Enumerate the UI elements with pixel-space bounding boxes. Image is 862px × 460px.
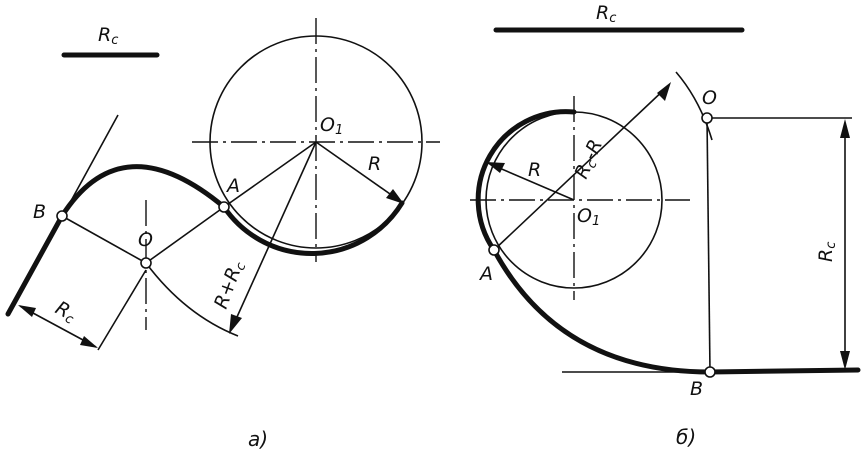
label-rc-a: Rc — [51, 297, 80, 328]
straight-heavy-a — [5, 213, 65, 317]
straight-heavy-b — [707, 367, 861, 375]
fillet-arc-b — [491, 247, 713, 375]
scale-label-a: Rc — [98, 24, 118, 48]
arc-locus-b — [675, 71, 713, 141]
label-r-a: R — [368, 153, 381, 175]
dim-rc-arrow2-a — [80, 336, 98, 348]
caption-a: а) — [248, 427, 268, 451]
caption-b: б) — [676, 425, 696, 449]
dim-rsum-line — [231, 141, 317, 329]
dim-rsum-arrow — [229, 314, 242, 334]
radius-r-b — [489, 163, 575, 201]
dim-rc-ext-a — [97, 269, 147, 351]
label-point-b-a: B — [33, 201, 46, 223]
line-b-o — [61, 215, 147, 264]
arrow-rdiff-b — [657, 82, 671, 101]
line-a-o-b — [493, 85, 669, 251]
figure-a: Rc — [5, 18, 440, 451]
label-o1-a: O1 — [320, 114, 343, 138]
arc-locus-a — [145, 262, 239, 337]
label-point-a: A — [225, 175, 240, 197]
label-point-a-b: A — [478, 263, 493, 285]
line-a-o — [145, 206, 225, 264]
scale-label-b: Rc — [596, 2, 616, 26]
point-b-a — [56, 210, 68, 222]
radius-r-a — [315, 141, 401, 202]
arc-circle-heavy-a — [221, 200, 405, 256]
point-a-a — [218, 201, 230, 213]
dim-rc-arrow2-b — [840, 351, 850, 370]
point-b-b — [704, 366, 716, 378]
label-point-b-b: B — [690, 378, 703, 400]
radius-r-arrow-a — [386, 189, 404, 204]
label-r-b: R — [528, 159, 541, 181]
line-o1-a — [223, 141, 317, 208]
label-rc-b: Rc — [815, 242, 839, 262]
label-point-o-b: O — [702, 87, 717, 109]
line-o-b — [706, 117, 711, 373]
point-o-a — [140, 257, 152, 269]
radius-r-arrow-b — [486, 162, 505, 173]
label-rdiff: Rc-R — [570, 136, 608, 183]
fillet-arc-a — [59, 164, 227, 219]
label-o1-b: O1 — [577, 205, 600, 229]
dim-rc-arrow1-a — [18, 305, 36, 317]
figure-b: Rc O Rc-R R O — [470, 2, 861, 449]
point-a-b — [488, 244, 500, 256]
arc-circle-heavy-b — [475, 109, 577, 253]
dim-rc-arrow1-b — [840, 119, 850, 138]
label-point-o-a: O — [138, 229, 153, 251]
point-o-b — [701, 112, 713, 124]
